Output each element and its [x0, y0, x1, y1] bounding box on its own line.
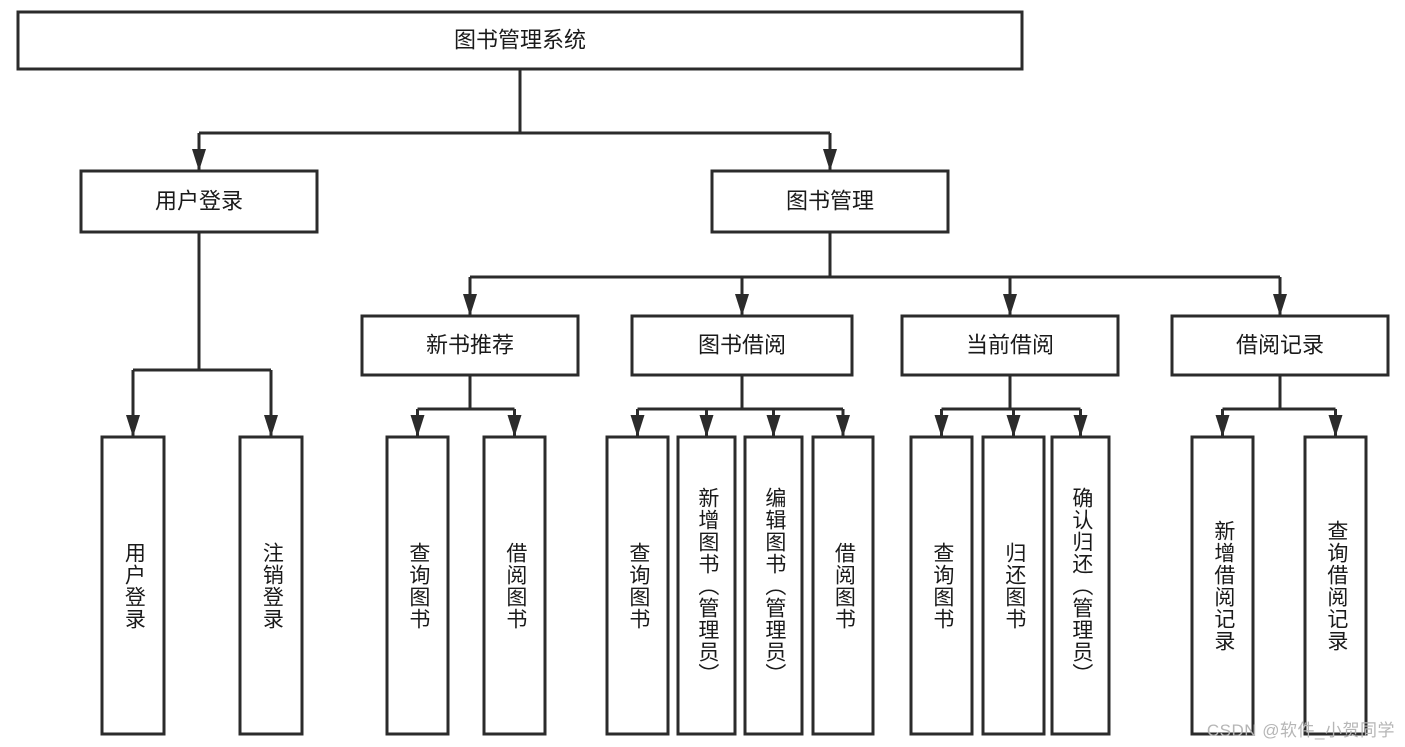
node-box-leaf-borrow-book — [811, 435, 875, 736]
node-leaf-query-book-cur[interactable] — [909, 435, 974, 736]
node-label-current-borrow: 当前借阅 — [966, 332, 1054, 357]
node-leaf-query-book-borrow[interactable] — [605, 435, 670, 736]
arrow-l2-book-borrow — [735, 294, 749, 316]
arrow-l2-borrow-record — [1273, 294, 1287, 316]
node-box-leaf-query-book-borrow — [605, 435, 670, 736]
arrow-leaf-leaf-user-logout — [264, 415, 278, 437]
node-label-book-borrow: 图书借阅 — [698, 332, 786, 357]
watermark: CSDN @软件_小贺同学 — [1206, 721, 1395, 740]
node-leaf-add-book[interactable] — [676, 435, 737, 736]
arrow-leaf-leaf-query-book-cur — [934, 415, 949, 437]
node-box-borrow-record — [1170, 314, 1390, 377]
node-box-user-login — [79, 169, 319, 234]
arrow-leaf-leaf-confirm-return — [1073, 415, 1088, 437]
node-leaf-add-record[interactable] — [1190, 435, 1255, 736]
node-box-current-borrow — [900, 314, 1120, 377]
node-leaf-query-record[interactable] — [1303, 435, 1368, 736]
node-label-root: 图书管理系统 — [454, 27, 586, 52]
arrow-leaf-leaf-add-book — [699, 415, 714, 437]
arrow-leaf-leaf-add-record — [1215, 415, 1230, 437]
node-box-new-book-rec — [360, 314, 580, 377]
node-box-leaf-user-login — [100, 435, 166, 736]
node-label-book-manage: 图书管理 — [786, 188, 874, 213]
node-box-leaf-query-book-cur — [909, 435, 974, 736]
arrow-l2-current-borrow — [1003, 294, 1017, 316]
node-box-leaf-confirm-return — [1050, 435, 1111, 736]
node-leaf-user-logout[interactable] — [238, 435, 304, 736]
arrow-l2-new-book-rec — [463, 294, 477, 316]
node-leaf-borrow-book[interactable] — [811, 435, 875, 736]
arrow-leaf-leaf-query-book-borrow — [630, 415, 645, 437]
node-box-book-borrow — [630, 314, 854, 377]
node-leaf-confirm-return[interactable] — [1050, 435, 1111, 736]
node-label-user-login: 用户登录 — [155, 188, 243, 213]
node-box-leaf-return-book — [981, 435, 1046, 736]
arrow-root-user-login — [192, 149, 206, 171]
node-root[interactable] — [16, 10, 1024, 71]
node-box-leaf-query-book-rec — [385, 435, 450, 736]
node-leaf-query-book-rec[interactable] — [385, 435, 450, 736]
edges-layer — [126, 69, 1343, 437]
boxes-layer — [16, 10, 1390, 736]
node-new-book-rec[interactable] — [360, 314, 580, 377]
node-leaf-borrow-book-rec[interactable] — [482, 435, 547, 736]
node-box-leaf-edit-book — [743, 435, 804, 736]
node-box-leaf-user-logout — [238, 435, 304, 736]
node-leaf-return-book[interactable] — [981, 435, 1046, 736]
node-book-manage[interactable] — [710, 169, 950, 234]
node-current-borrow[interactable] — [900, 314, 1120, 377]
node-box-leaf-borrow-book-rec — [482, 435, 547, 736]
arrow-leaf-leaf-borrow-book-rec — [507, 415, 522, 437]
node-user-login[interactable] — [79, 169, 319, 234]
node-box-book-manage — [710, 169, 950, 234]
arrow-leaf-leaf-query-book-rec — [410, 415, 425, 437]
node-box-leaf-add-book — [676, 435, 737, 736]
node-book-borrow[interactable] — [630, 314, 854, 377]
node-box-leaf-add-record — [1190, 435, 1255, 736]
node-label-new-book-rec: 新书推荐 — [426, 332, 514, 357]
arrow-leaf-leaf-edit-book — [766, 415, 781, 437]
arrow-leaf-leaf-user-login — [126, 415, 140, 437]
node-box-root — [16, 10, 1024, 71]
arrow-leaf-leaf-return-book — [1006, 415, 1021, 437]
node-leaf-edit-book[interactable] — [743, 435, 804, 736]
node-leaf-user-login[interactable] — [100, 435, 166, 736]
arrow-leaf-leaf-borrow-book — [836, 415, 850, 437]
arrow-root-book-manage — [823, 149, 837, 171]
arrow-leaf-leaf-query-record — [1328, 415, 1343, 437]
node-borrow-record[interactable] — [1170, 314, 1390, 377]
node-label-borrow-record: 借阅记录 — [1236, 332, 1324, 357]
node-box-leaf-query-record — [1303, 435, 1368, 736]
